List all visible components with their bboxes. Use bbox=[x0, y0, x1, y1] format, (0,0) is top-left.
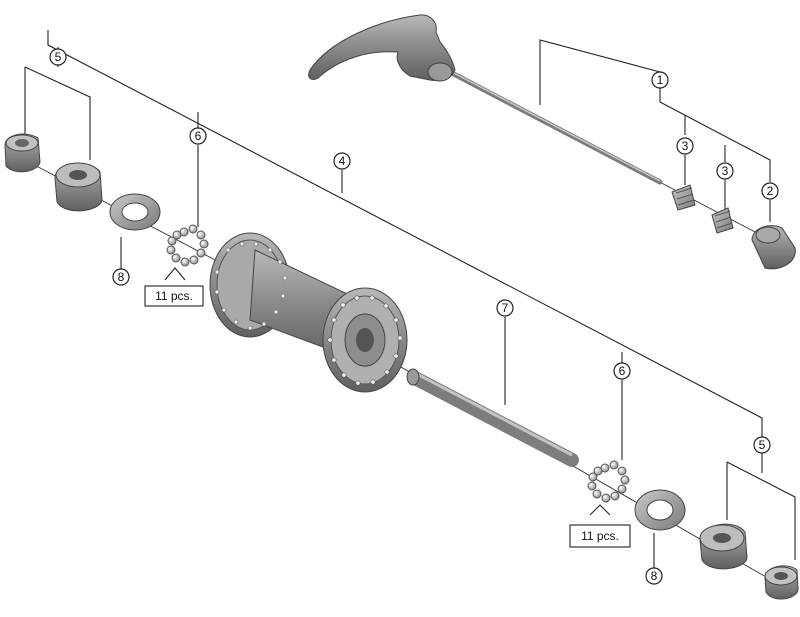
quick-release-skewer bbox=[308, 14, 663, 185]
callout-4: 4 bbox=[333, 152, 351, 170]
right-ball-bearings bbox=[587, 460, 630, 503]
qty-label-left: 11 pcs. bbox=[144, 285, 204, 307]
svg-text:6: 6 bbox=[619, 364, 626, 378]
hub-axle bbox=[406, 368, 579, 467]
svg-text:8: 8 bbox=[118, 270, 125, 284]
callout-2: 2 bbox=[761, 182, 779, 200]
callout-7: 7 bbox=[496, 299, 514, 317]
left-dust-cap bbox=[109, 193, 161, 231]
spring-right-2 bbox=[711, 207, 734, 234]
adjusting-nut bbox=[751, 225, 796, 270]
svg-text:6: 6 bbox=[195, 129, 202, 143]
callout-5a: 5 bbox=[49, 48, 67, 66]
spring-right-1 bbox=[671, 184, 696, 211]
callout-3b: 3 bbox=[716, 162, 734, 180]
callout-3a: 3 bbox=[676, 137, 694, 155]
left-cone bbox=[54, 162, 103, 212]
right-locknut bbox=[764, 565, 799, 600]
svg-text:5: 5 bbox=[55, 50, 62, 64]
svg-text:11 pcs.: 11 pcs. bbox=[581, 529, 619, 543]
svg-text:11 pcs.: 11 pcs. bbox=[155, 289, 193, 303]
callout-5b: 5 bbox=[753, 436, 771, 454]
right-cone bbox=[699, 523, 748, 570]
callout-1: 1 bbox=[651, 71, 669, 89]
svg-text:5: 5 bbox=[759, 438, 766, 452]
svg-text:2: 2 bbox=[767, 184, 774, 198]
callout-8b: 8 bbox=[645, 567, 663, 585]
svg-text:4: 4 bbox=[339, 154, 346, 168]
qty-label-right: 11 pcs. bbox=[569, 524, 631, 548]
callout-8a: 8 bbox=[112, 268, 130, 286]
svg-text:7: 7 bbox=[502, 301, 509, 315]
right-dust-cap bbox=[634, 489, 686, 531]
svg-text:3: 3 bbox=[682, 139, 689, 153]
callout-6b: 6 bbox=[613, 362, 631, 380]
svg-text:3: 3 bbox=[722, 164, 729, 178]
svg-text:8: 8 bbox=[651, 569, 658, 583]
left-locknut bbox=[4, 133, 41, 173]
hub-body bbox=[209, 232, 408, 393]
callout-6a: 6 bbox=[189, 127, 207, 145]
svg-text:1: 1 bbox=[657, 73, 664, 87]
leader-lines bbox=[24, 30, 796, 568]
left-ball-bearings bbox=[166, 224, 209, 267]
